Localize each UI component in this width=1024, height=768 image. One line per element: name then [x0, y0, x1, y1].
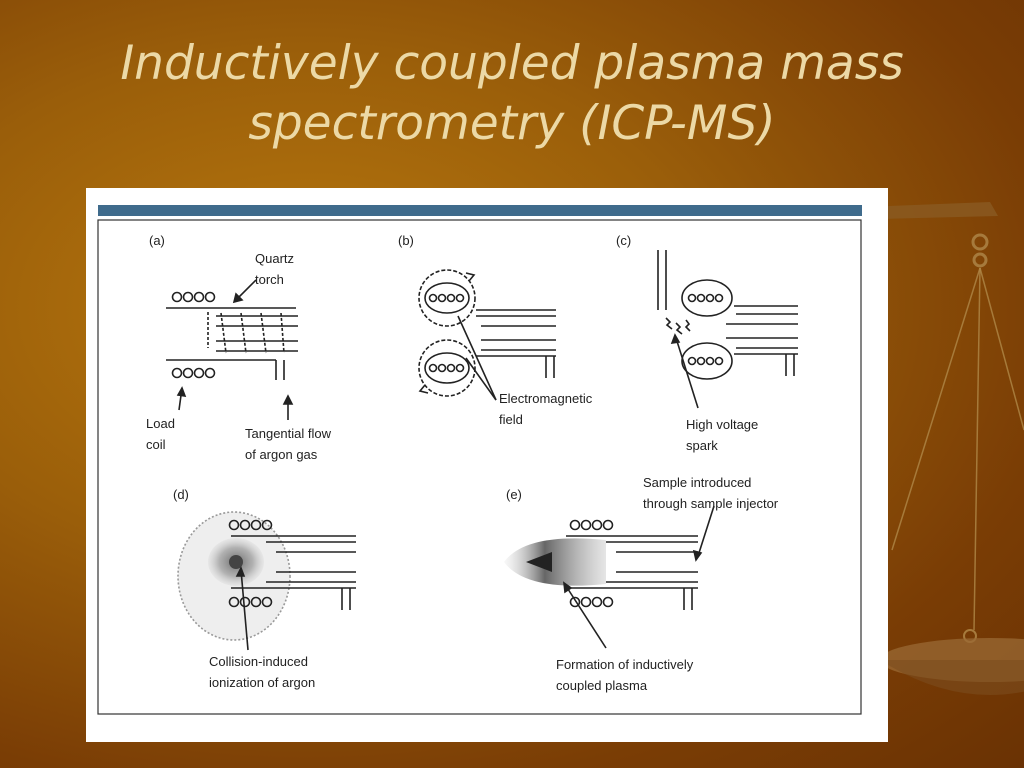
plasma-formation-label: Formation of inductively coupled plasma [556, 657, 694, 693]
high-voltage-spark-label: High voltage spark [686, 417, 759, 453]
panel-d-torch [177, 511, 356, 651]
figure-header-bar [98, 205, 862, 216]
panel-c-tag: (c) [616, 233, 632, 248]
panel-e-tag: (e) [506, 487, 522, 502]
load-coil-label: Load coil [146, 416, 175, 452]
panel-c-torch [657, 250, 798, 409]
slide-title-line-1: Inductively coupled plasma mass [120, 36, 904, 91]
icp-torch-diagram [97, 205, 862, 715]
electromagnetic-field-label: Electromagnetic field [499, 391, 593, 427]
quartz-torch-label: Quartz torch [255, 251, 295, 287]
icp-torch-figure: (a) (b) (c) (d) (e) Quartz torch Load co… [86, 188, 888, 742]
slide-title-line-2: spectrometry (ICP-MS) [248, 96, 776, 151]
panel-a-torch [166, 279, 298, 420]
panel-e-torch [504, 505, 715, 649]
argon-flow-label: Tangential flow of argon gas [245, 426, 331, 462]
collision-ionization-label: Collision-induced ionization of argon [209, 654, 316, 690]
panel-b-tag: (b) [398, 233, 414, 248]
panel-a-tag: (a) [149, 233, 165, 248]
figure-frame [97, 219, 862, 715]
panel-d-tag: (d) [173, 487, 189, 502]
sample-injector-label: Sample introduced through sample injecto… [643, 475, 779, 511]
panel-b-torch [418, 269, 556, 401]
